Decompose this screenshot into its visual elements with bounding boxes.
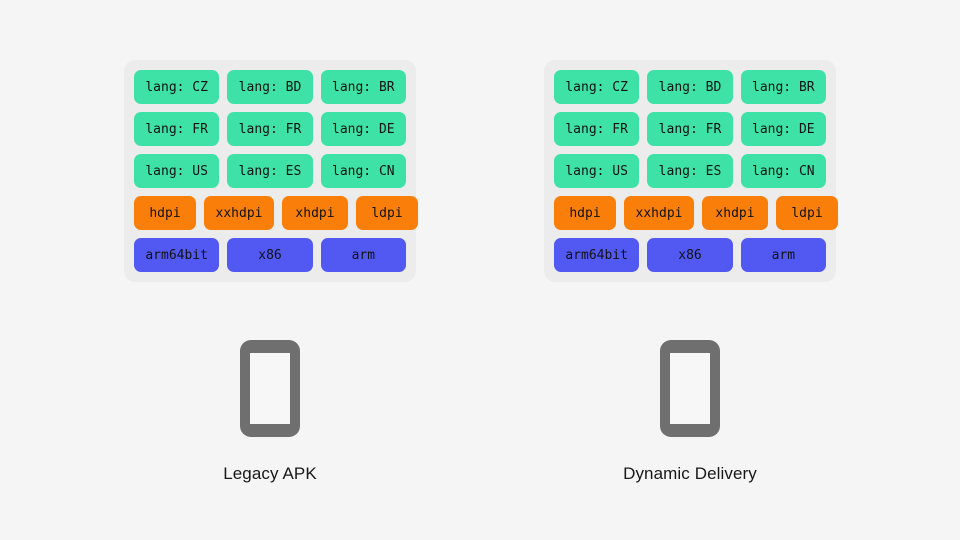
chip-lang[interactable]: lang: FR (134, 112, 220, 146)
chip-row-lang-1: lang: CZ lang: BD lang: BR (134, 70, 406, 104)
chip-dpi[interactable]: xxhdpi (624, 196, 694, 230)
chip-dpi[interactable]: ldpi (776, 196, 838, 230)
chip-lang[interactable]: lang: DE (740, 112, 826, 146)
chip-lang[interactable]: lang: US (554, 154, 640, 188)
chip-row-lang-1: lang: CZ lang: BD lang: BR (554, 70, 826, 104)
column-caption: Legacy APK (223, 464, 317, 483)
chip-lang[interactable]: lang: CZ (134, 70, 220, 104)
chip-dpi[interactable]: hdpi (554, 196, 616, 230)
chip-row-abi: arm64bit x86 arm (134, 238, 406, 272)
device-block-dynamic-delivery: Dynamic Delivery (623, 340, 757, 484)
chip-dpi[interactable]: xhdpi (282, 196, 348, 230)
chip-abi[interactable]: arm64bit (554, 238, 640, 272)
chip-row-dpi: hdpi xxhdpi xhdpi ldpi (134, 196, 418, 230)
chip-lang[interactable]: lang: US (134, 154, 220, 188)
phone-icon (659, 340, 720, 437)
chip-dpi[interactable]: ldpi (356, 196, 418, 230)
chip-lang[interactable]: lang: CN (740, 154, 826, 188)
chip-lang[interactable]: lang: DE (320, 112, 406, 146)
chip-lang[interactable]: lang: FR (227, 112, 313, 146)
chip-row-lang-2: lang: FR lang: FR lang: DE (134, 112, 406, 146)
chip-abi[interactable]: x86 (227, 238, 313, 272)
chip-lang[interactable]: lang: FR (647, 112, 733, 146)
chip-panel-dynamic-delivery: lang: CZ lang: BD lang: BR lang: FR lang… (544, 60, 838, 282)
chip-lang[interactable]: lang: ES (227, 154, 313, 188)
chip-row-lang-2: lang: FR lang: FR lang: DE (554, 112, 826, 146)
chip-lang[interactable]: lang: BD (227, 70, 313, 104)
chip-abi[interactable]: arm (320, 238, 406, 272)
chip-lang[interactable]: lang: ES (647, 154, 733, 188)
column-dynamic-delivery: lang: CZ lang: BD lang: BR lang: FR lang… (544, 60, 838, 540)
chip-row-dpi: hdpi xxhdpi xhdpi ldpi (554, 196, 838, 230)
chip-lang[interactable]: lang: BR (740, 70, 826, 104)
chip-panel-legacy-apk: lang: CZ lang: BD lang: BR lang: FR lang… (124, 60, 418, 282)
chip-lang[interactable]: lang: BR (320, 70, 406, 104)
chip-lang[interactable]: lang: CZ (554, 70, 640, 104)
column-legacy-apk: lang: CZ lang: BD lang: BR lang: FR lang… (124, 60, 418, 540)
chip-dpi[interactable]: xhdpi (702, 196, 768, 230)
chip-row-lang-3: lang: US lang: ES lang: CN (554, 154, 826, 188)
chip-lang[interactable]: lang: CN (320, 154, 406, 188)
chip-abi[interactable]: arm64bit (134, 238, 220, 272)
phone-screen (669, 353, 710, 424)
phone-screen (250, 353, 290, 424)
chip-lang[interactable]: lang: BD (647, 70, 733, 104)
chip-row-lang-3: lang: US lang: ES lang: CN (134, 154, 406, 188)
column-caption: Dynamic Delivery (623, 464, 757, 483)
chip-dpi[interactable]: hdpi (134, 196, 196, 230)
chip-dpi[interactable]: xxhdpi (204, 196, 274, 230)
chip-abi[interactable]: arm (740, 238, 826, 272)
phone-icon (240, 340, 300, 437)
chip-abi[interactable]: x86 (647, 238, 733, 272)
device-block-legacy-apk: Legacy APK (223, 340, 317, 484)
chip-lang[interactable]: lang: FR (554, 112, 640, 146)
chip-row-abi: arm64bit x86 arm (554, 238, 826, 272)
